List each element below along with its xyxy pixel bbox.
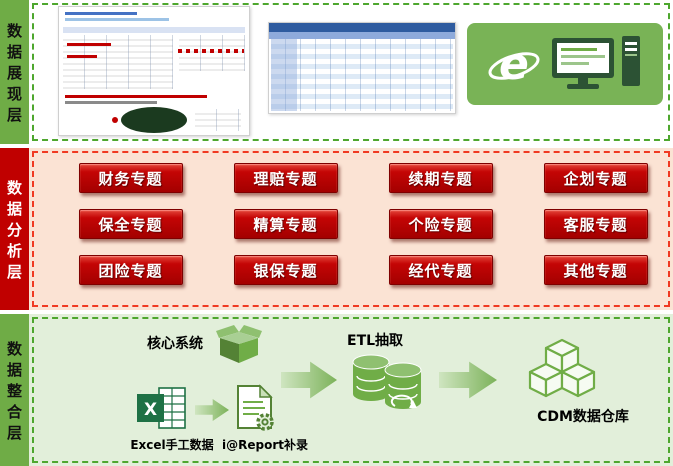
ie-letter: e (499, 39, 529, 90)
integration-content: 核心系统 ETL抽取 (29, 314, 673, 466)
arrow-core-to-etl-icon (281, 361, 337, 399)
topic-button-preservation[interactable]: 保全专题 (78, 209, 183, 239)
report-screenshot-2 (268, 22, 456, 114)
core-system-label: 核心系统 (147, 336, 203, 352)
decor-red-value-bar (67, 43, 111, 46)
excel-icon: X (137, 387, 186, 429)
arrow-etl-to-cdm-icon (439, 361, 497, 399)
monitor-icon (551, 36, 640, 89)
database-icon (352, 354, 422, 409)
decor-red-text-line (65, 95, 207, 98)
topics-grid: 财务专题 理赔专题 续期专题 企划专题 保全专题 精算专题 个险专题 客服专题 … (53, 163, 673, 285)
decor-text-line (65, 101, 157, 104)
decor-subtitle-bar (65, 18, 169, 21)
topic-button-claims[interactable]: 理赔专题 (233, 163, 338, 193)
topic-button-actuarial[interactable]: 精算专题 (233, 209, 338, 239)
decor-chart-marker (112, 117, 118, 123)
topic-button-agency[interactable]: 经代专题 (388, 255, 493, 285)
decor-red-value-bar (67, 55, 97, 58)
topic-button-renewal[interactable]: 续期专题 (388, 163, 493, 193)
decor-report-title-bar (269, 23, 455, 32)
decor-table-rows-right (179, 35, 245, 71)
analysis-layer-label: 数据分析层 (0, 148, 29, 310)
internet-explorer-icon: e (488, 39, 539, 90)
presentation-layer: 数据展现层 (0, 0, 673, 144)
topic-button-service[interactable]: 客服专题 (543, 209, 648, 239)
excel-letter: X (144, 400, 157, 420)
topic-button-finance[interactable]: 财务专题 (78, 163, 183, 193)
decor-title-bar (65, 12, 137, 15)
excel-manual-data-label: Excel手工数据 (130, 438, 214, 452)
cubes-icon (528, 338, 596, 398)
report-screenshot-1 (58, 6, 250, 136)
ireport-document-icon (237, 384, 274, 431)
presentation-content: e (29, 0, 673, 144)
arrow-excel-to-ireport-icon (195, 398, 229, 422)
client-access-box: e (467, 23, 663, 105)
topic-button-other[interactable]: 其他专题 (543, 255, 648, 285)
cdm-warehouse-label: CDM数据仓库 (537, 409, 629, 425)
decor-report-left-column (271, 39, 297, 111)
etl-label: ETL抽取 (347, 333, 404, 349)
presentation-layer-label: 数据展现层 (0, 0, 29, 144)
integration-layer-label: 数据整合层 (0, 314, 29, 466)
integration-layer: 数据整合层 核心系统 ETL抽取 (0, 314, 673, 466)
package-icon (216, 325, 262, 363)
topic-button-planning[interactable]: 企划专题 (543, 163, 648, 193)
analysis-layer: 数据分析层 财务专题 理赔专题 续期专题 企划专题 保全专题 精算专题 个险专题… (0, 148, 673, 310)
decor-red-marks-row (178, 49, 244, 53)
decor-report-subheader (269, 32, 455, 39)
ireport-label: i@Report补录 (222, 438, 308, 452)
topic-button-bancassurance[interactable]: 银保专题 (233, 255, 338, 285)
analysis-content: 财务专题 理赔专题 续期专题 企划专题 保全专题 精算专题 个险专题 客服专题 … (29, 148, 673, 310)
decor-legend-rows (195, 109, 241, 131)
decor-report-grid (271, 39, 453, 111)
decor-donut-chart (121, 107, 187, 133)
topic-button-group[interactable]: 团险专题 (78, 255, 183, 285)
decor-table-header (63, 27, 245, 33)
topic-button-individual[interactable]: 个险专题 (388, 209, 493, 239)
